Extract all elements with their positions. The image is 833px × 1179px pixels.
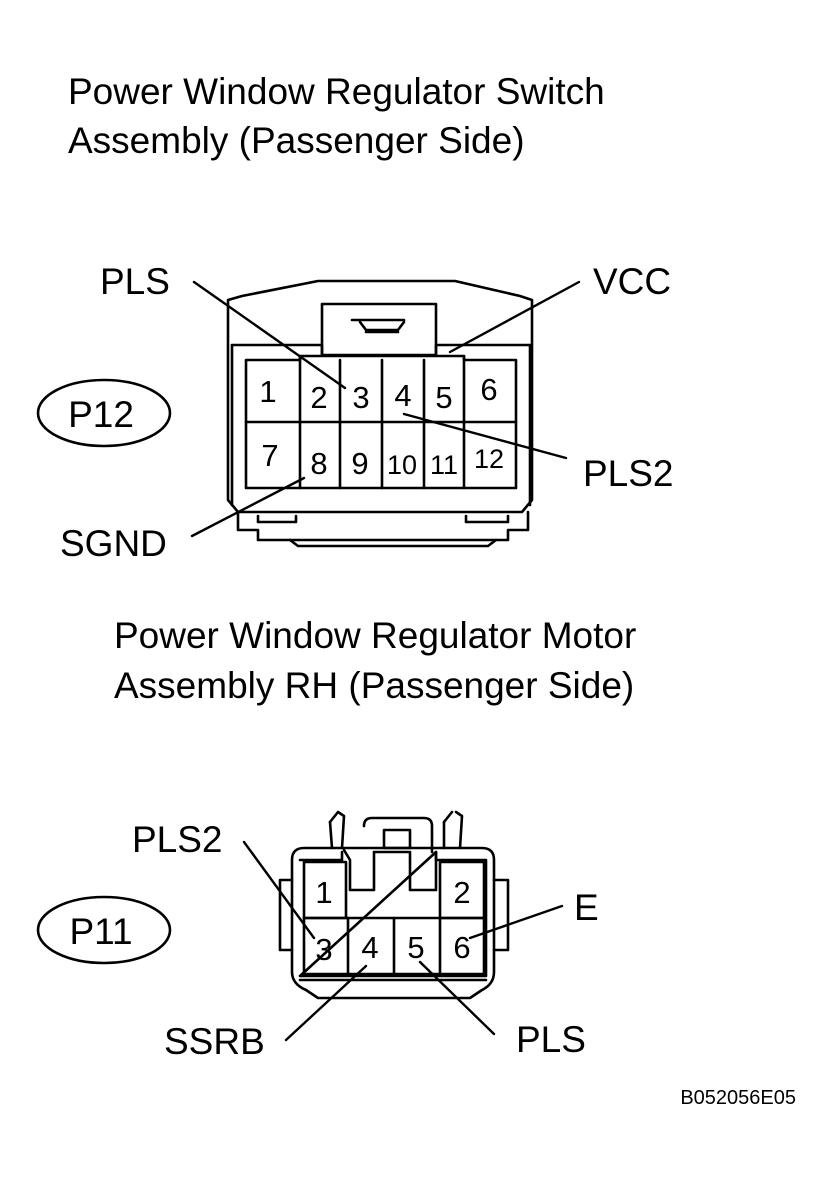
p12-title-line2: Assembly (Passenger Side) xyxy=(68,120,525,161)
p11-label-e: E xyxy=(574,887,599,928)
p11-leader-pls xyxy=(418,960,496,1036)
p12-pin-10: 10 xyxy=(387,450,417,480)
p11-leader-ssrb xyxy=(284,964,368,1042)
p12-pin-12: 12 xyxy=(474,444,504,474)
p12-pin-6: 6 xyxy=(480,372,497,407)
p12-label-pls: PLS xyxy=(100,261,170,302)
p12-leader-pls2 xyxy=(402,412,568,460)
p12-pin-8: 8 xyxy=(310,446,327,481)
p11-connector xyxy=(278,810,510,1000)
p11-leader-e xyxy=(468,904,564,940)
p11-pin-1: 1 xyxy=(315,875,332,910)
p12-code-ellipse xyxy=(36,378,172,448)
p12-leader-pls xyxy=(192,280,347,390)
p11-pin-6: 6 xyxy=(453,930,470,965)
p11-code-ellipse xyxy=(36,895,172,965)
p11-code: P11 xyxy=(69,911,132,952)
p12-pin-7: 7 xyxy=(261,438,278,473)
p11-pin-3: 3 xyxy=(315,932,332,967)
p12-pin-9: 9 xyxy=(351,446,368,481)
p12-title-line1: Power Window Regulator Switch xyxy=(68,71,605,112)
p12-pin-1: 1 xyxy=(259,374,276,409)
p12-pin-3: 3 xyxy=(352,380,369,415)
p12-pin-4: 4 xyxy=(394,378,411,413)
p11-pin-5: 5 xyxy=(407,930,424,965)
p12-label-sgnd: SGND xyxy=(60,523,167,564)
p11-leader-pls2 xyxy=(242,840,316,940)
p11-title-line2: Assembly RH (Passenger Side) xyxy=(114,665,634,706)
p11-pin-2: 2 xyxy=(453,875,470,910)
p11-label-pls2: PLS2 xyxy=(132,819,223,860)
p12-code: P12 xyxy=(68,394,134,435)
p12-leader-vcc xyxy=(448,280,581,354)
p12-pin-5: 5 xyxy=(435,380,452,415)
p11-title-line1: Power Window Regulator Motor xyxy=(114,615,636,656)
p12-label-pls2: PLS2 xyxy=(583,453,674,494)
p12-label-vcc: VCC xyxy=(593,261,671,302)
p12-pin-11: 11 xyxy=(430,450,458,480)
p12-leader-sgnd xyxy=(190,476,306,538)
figure-code: B052056E05 xyxy=(680,1087,796,1109)
p11-pin-4: 4 xyxy=(361,930,378,965)
p11-label-pls: PLS xyxy=(516,1019,586,1060)
p12-pin-2: 2 xyxy=(310,380,327,415)
p12-connector xyxy=(226,279,534,548)
p11-label-ssrb: SSRB xyxy=(164,1021,265,1062)
